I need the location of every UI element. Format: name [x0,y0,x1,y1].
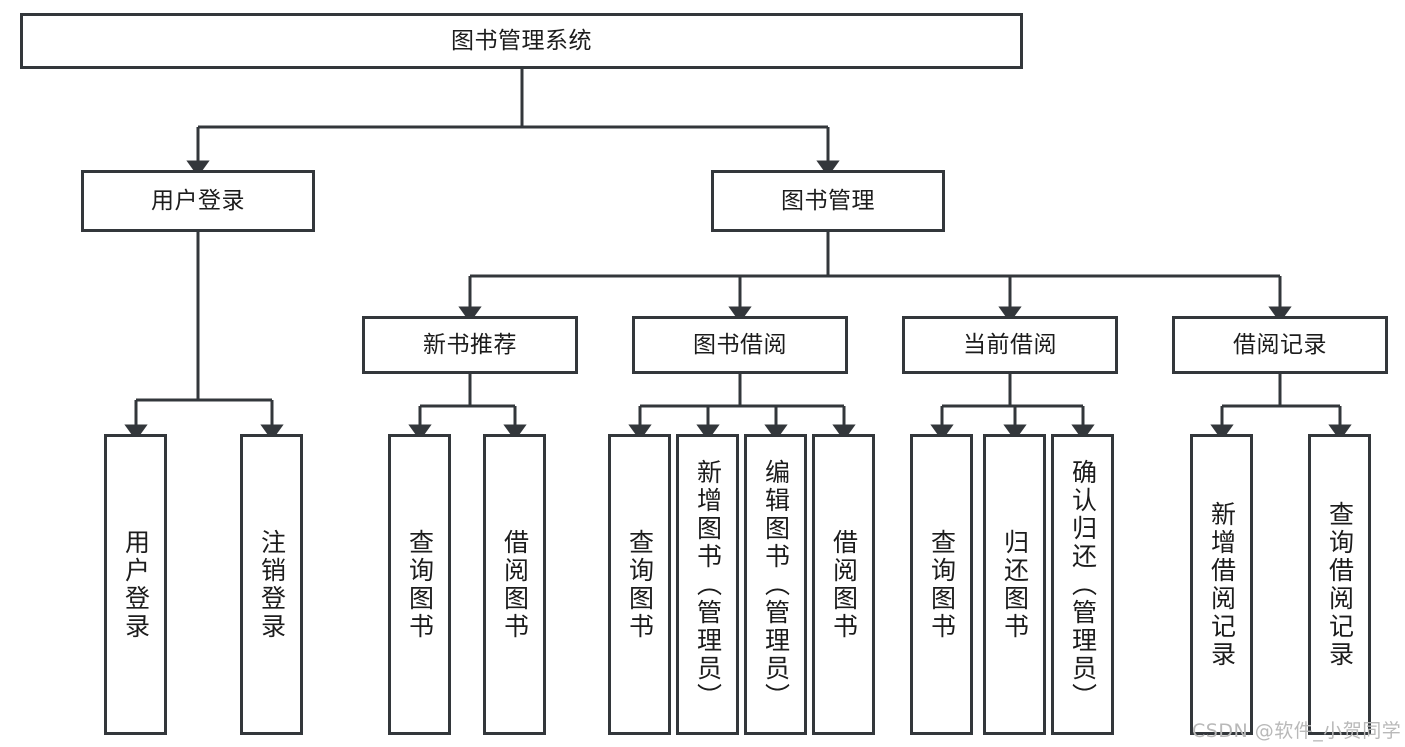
node-label: 图书借阅 [693,331,787,358]
node-label: 归还图书 [1000,528,1030,641]
node-label: 确认归还（管理员） [1068,458,1098,711]
node-label: 借阅记录 [1233,331,1327,358]
node-label: 查询图书 [625,528,655,641]
node-leaf-confirm[interactable]: 确认归还（管理员） [1051,434,1114,735]
node-leaf-query-rec[interactable]: 查询借阅记录 [1308,434,1371,735]
node-label: 图书管理 [781,187,875,214]
node-label: 新书推荐 [423,331,517,358]
node-label: 图书管理系统 [451,27,592,54]
node-newrec[interactable]: 新书推荐 [362,316,578,374]
node-label: 查询图书 [405,528,435,641]
node-label: 新增图书（管理员） [693,458,723,711]
node-label: 用户登录 [121,528,151,641]
node-leaf-login[interactable]: 用户登录 [104,434,167,735]
node-root[interactable]: 图书管理系统 [20,13,1023,69]
node-login[interactable]: 用户登录 [81,170,315,232]
node-leaf-edit-book[interactable]: 编辑图书（管理员） [744,434,807,735]
node-leaf-add-book[interactable]: 新增图书（管理员） [676,434,739,735]
node-bookmgmt[interactable]: 图书管理 [711,170,945,232]
node-label: 用户登录 [151,187,245,214]
node-leaf-query-b[interactable]: 查询图书 [608,434,671,735]
node-leaf-query-c[interactable]: 查询图书 [910,434,973,735]
node-current[interactable]: 当前借阅 [902,316,1118,374]
node-leaf-logout[interactable]: 注销登录 [240,434,303,735]
node-label: 查询图书 [927,528,957,641]
node-label: 编辑图书（管理员） [761,458,791,711]
node-label: 查询借阅记录 [1325,500,1355,669]
node-label: 借阅图书 [500,528,530,641]
node-borrow[interactable]: 图书借阅 [632,316,848,374]
node-leaf-borrow-new[interactable]: 借阅图书 [483,434,546,735]
node-leaf-query-new[interactable]: 查询图书 [388,434,451,735]
node-leaf-return[interactable]: 归还图书 [983,434,1046,735]
node-label: 新增借阅记录 [1207,500,1237,669]
node-label: 借阅图书 [829,528,859,641]
node-label: 注销登录 [257,528,287,641]
node-leaf-borrow-b[interactable]: 借阅图书 [812,434,875,735]
node-label: 当前借阅 [963,331,1057,358]
node-leaf-add-rec[interactable]: 新增借阅记录 [1190,434,1253,735]
node-records[interactable]: 借阅记录 [1172,316,1388,374]
